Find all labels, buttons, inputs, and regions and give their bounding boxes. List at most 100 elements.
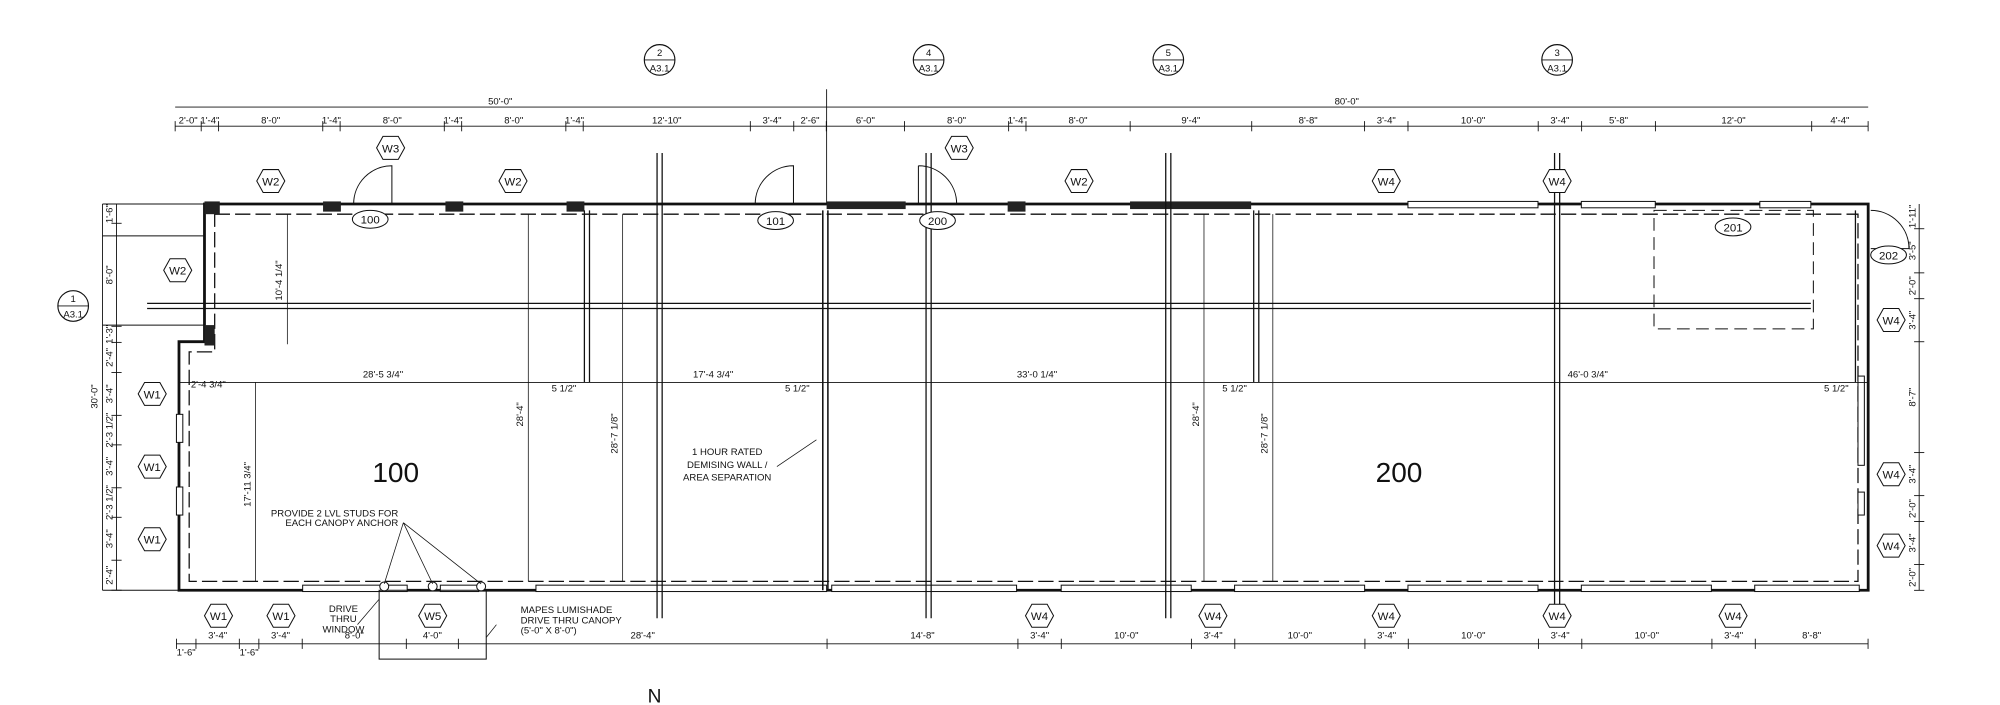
gridline-sheet: A3.1 <box>1547 63 1567 74</box>
dimension-label: 1'-6" <box>240 647 259 658</box>
dimension-label: 3'-5" <box>1907 241 1918 260</box>
gridline-sheet: A3.1 <box>919 63 939 74</box>
dimension-label: 1'-4" <box>200 116 219 127</box>
overall-dimension: 80'-0" <box>1335 97 1359 108</box>
window-tag-label: W4 <box>1883 315 1901 327</box>
window-tag-label: W3 <box>951 143 968 155</box>
window-tag-label: W1 <box>210 611 227 623</box>
note-text: 1 HOUR RATED <box>692 447 762 458</box>
window-tag-label: W4 <box>1883 541 1901 553</box>
window-tag-label: W2 <box>262 176 279 188</box>
dimension-label: 28'-4" <box>631 631 655 642</box>
window-tag: W4 <box>1542 169 1572 194</box>
dimension-label: 12'-10" <box>652 116 682 127</box>
door-tag: 101 <box>757 211 794 230</box>
window-tag: W4 <box>1718 603 1748 628</box>
window-tag-label: W4 <box>1549 176 1567 188</box>
dimension-label: 3'-4" <box>1907 311 1918 330</box>
dimension-label: 8'-8" <box>1802 631 1821 642</box>
window-tag-label: W4 <box>1378 611 1396 623</box>
dimension-label: 3'-4" <box>271 631 290 642</box>
dimension-label: 2'-3 1/2" <box>105 413 116 448</box>
window-tag-label: W2 <box>169 266 186 278</box>
dimension-label: 4'-0" <box>423 631 442 642</box>
dimension-label: 3'-4" <box>1377 116 1396 127</box>
interior-dimension: 28'-7 1/8" <box>610 413 621 453</box>
note-text: THRU <box>330 614 357 625</box>
gridline-number: 5 <box>1166 48 1171 59</box>
gridline-bubble: 2A3.1 <box>643 44 676 76</box>
gridline-number: 2 <box>657 48 662 59</box>
window-tag: W2 <box>256 169 286 194</box>
door-tag: 202 <box>1870 245 1907 265</box>
dimension-label: 3'-4" <box>1907 465 1918 484</box>
window-tag-label: W4 <box>1204 611 1222 623</box>
window-tag: W1 <box>137 527 167 552</box>
window-tag: W4 <box>1371 169 1401 194</box>
overall-dimension: 30'-0" <box>89 384 100 408</box>
interior-dimension: 33'-0 1/4" <box>1017 369 1057 380</box>
interior-dimension: 28'-7 1/8" <box>1260 413 1271 453</box>
dimension-label: 3'-4" <box>1907 533 1918 552</box>
window-tag: W1 <box>266 603 296 628</box>
window-tag: W2 <box>1064 169 1094 194</box>
window-tag-label: W3 <box>382 143 399 155</box>
window-tag-label: W1 <box>144 389 161 401</box>
window-tag: W4 <box>1876 533 1906 558</box>
window-tag: W4 <box>1371 603 1401 628</box>
dimension-label: 6'-0" <box>856 116 875 127</box>
gridline-number: 1 <box>71 294 76 305</box>
dimension-label: 1'-4" <box>443 116 462 127</box>
window-tag-label: W4 <box>1724 611 1742 623</box>
dimension-label: 8'-8" <box>1299 116 1318 127</box>
note-text: DRIVE THRU CANOPY <box>521 615 623 626</box>
dimension-label: 1'-6" <box>105 204 116 223</box>
note-text: (5'-0" X 8'-0") <box>521 626 577 637</box>
dimension-label: 3'-4" <box>105 384 116 403</box>
dimension-label: 2'-0" <box>1907 568 1918 587</box>
door-tag: 100 <box>351 209 389 229</box>
north-label: N <box>648 686 662 705</box>
dimension-label: 2'-6" <box>801 116 820 127</box>
room-number: 100 <box>372 457 419 488</box>
dimension-label: 9'-4" <box>1181 116 1200 127</box>
interior-dimension: 28'-4" <box>1191 402 1202 426</box>
window-tag-label: W2 <box>504 176 521 188</box>
interior-dimension: 17'-11 3/4" <box>242 462 253 507</box>
window-tag: W5 <box>418 603 448 628</box>
gridline-sheet: A3.1 <box>63 309 83 320</box>
dimension-label: 3'-4" <box>763 116 782 127</box>
note-text: DEMISING WALL / <box>687 460 768 471</box>
dimension-label: 8'-0" <box>261 116 280 127</box>
window-tag-label: W4 <box>1549 611 1567 623</box>
interior-dimension: 5 1/2" <box>1824 383 1849 394</box>
dimension-label: 10'-0" <box>1461 631 1485 642</box>
window-tag-label: W4 <box>1378 176 1396 188</box>
window-tag: W4 <box>1024 603 1055 628</box>
building-walls <box>102 89 1920 660</box>
dimension-label: 8'-0" <box>345 631 364 642</box>
window-tag-label: W4 <box>1031 611 1049 623</box>
gridline-number: 4 <box>926 48 932 59</box>
dimension-label: 2'-0" <box>179 116 198 127</box>
dimension-label: 8'-0" <box>105 265 116 284</box>
note-text: WINDOW <box>322 624 364 635</box>
dimension-label: 10'-0" <box>1635 631 1659 642</box>
dimension-label: 8'-0" <box>947 116 966 127</box>
gridline-bubble: 1A3.1 <box>57 290 90 322</box>
gridline-number: 3 <box>1554 48 1559 59</box>
window-tag-label: W2 <box>1070 176 1087 188</box>
interior-dimension: 5 1/2" <box>785 383 810 394</box>
dimension-label: 2'-4" <box>105 566 116 585</box>
dimension-label: 2'-3 1/2" <box>105 485 116 520</box>
dimension-label: 8'-7" <box>1907 388 1918 407</box>
door-tag-label: 200 <box>928 216 947 228</box>
window-tag-label: W1 <box>272 611 289 623</box>
window-tag: W3 <box>376 135 406 160</box>
door-tag-label: 201 <box>1723 222 1742 234</box>
dimension-label: 3'-4" <box>208 631 227 642</box>
window-tag: W1 <box>137 454 167 479</box>
window-tag: W4 <box>1876 308 1906 332</box>
window-tag: W1 <box>137 381 167 406</box>
